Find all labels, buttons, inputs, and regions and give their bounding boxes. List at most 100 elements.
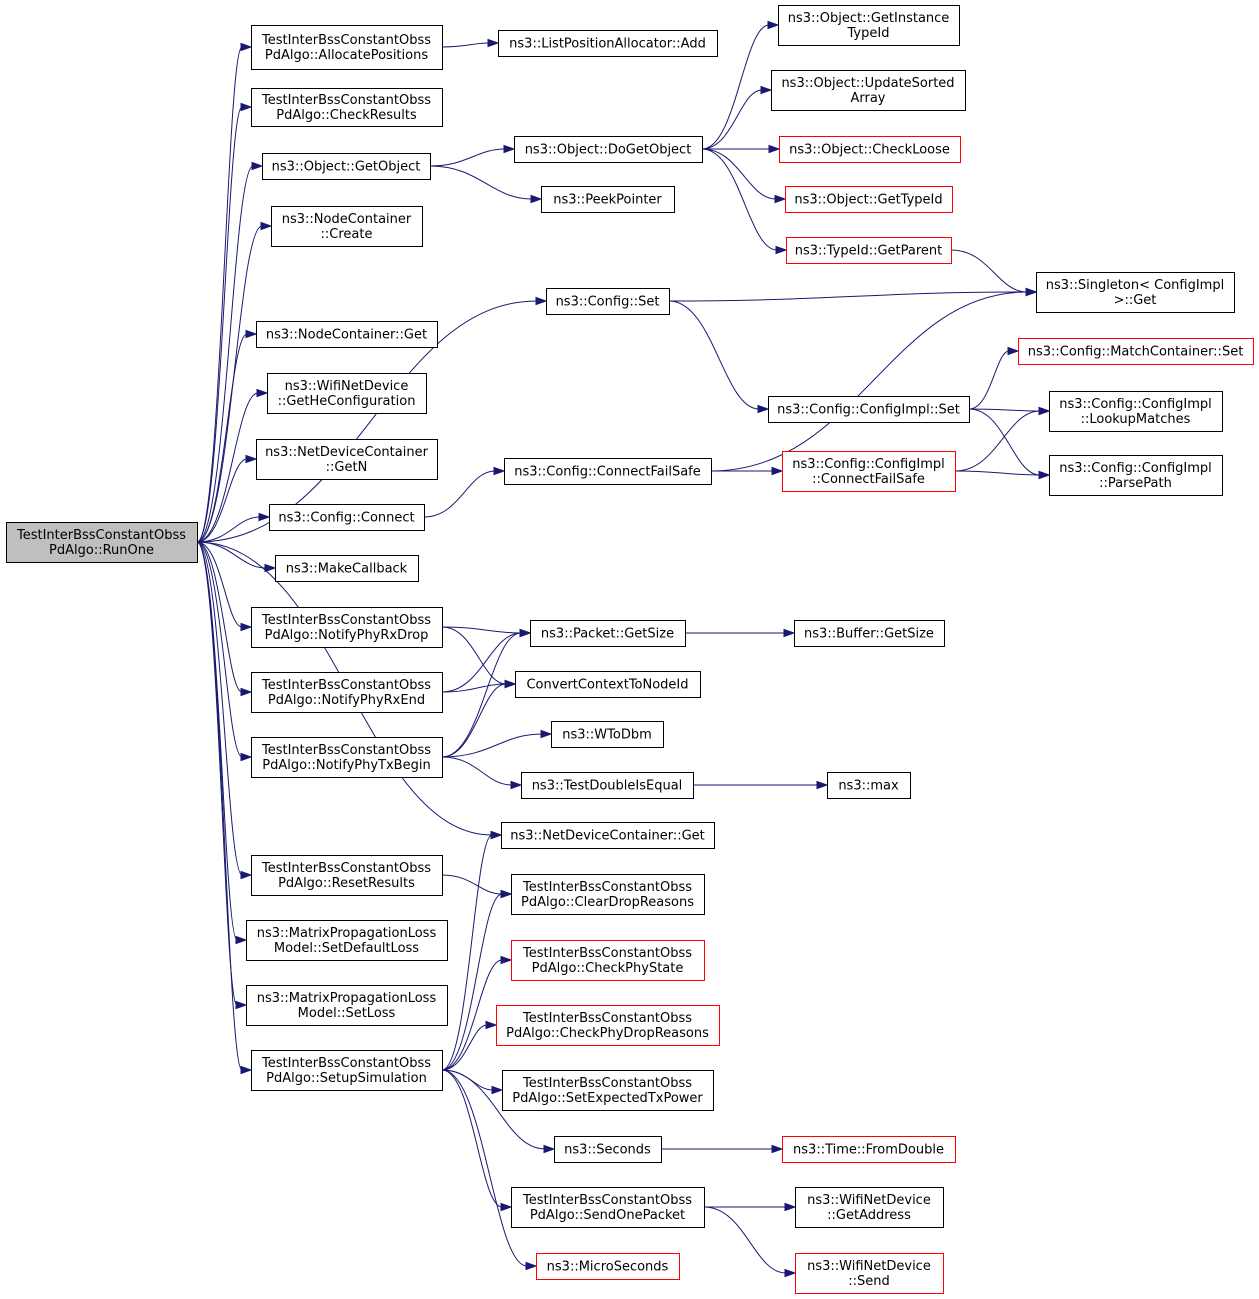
call-edge: [196, 161, 264, 543]
call-edge: [704, 1202, 797, 1212]
function-node-wtodbm[interactable]: ns3::WToDbm: [551, 721, 664, 748]
node-label: TestInterBssConstantObss: [261, 743, 431, 758]
call-edge: [701, 148, 787, 204]
function-node-notifyrxdrop[interactable]: TestInterBssConstantObssPdAlgo::NotifyPh…: [251, 607, 443, 648]
call-edge: [701, 148, 788, 255]
node-label: ns3::Config::ConfigImpl: [1059, 397, 1212, 412]
node-label: ns3::MatrixPropagationLoss: [257, 991, 437, 1006]
node-box: [795, 1253, 944, 1294]
node-box: [546, 288, 670, 315]
function-node-ndcgetn[interactable]: ns3::NetDeviceContainer::GetN: [256, 439, 438, 480]
function-node-ndcget[interactable]: ns3::NetDeviceContainer::Get: [501, 822, 715, 849]
function-node-timefromdouble[interactable]: ns3::Time::FromDouble: [782, 1136, 956, 1163]
node-box: [496, 1005, 720, 1046]
node-label: PdAlgo::SetExpectedTxPower: [512, 1091, 703, 1106]
node-label: ns3::Config::ConnectFailSafe: [514, 465, 701, 480]
function-node-nccreate[interactable]: ns3::NodeContainer::Create: [271, 206, 423, 247]
function-node-resetresults[interactable]: TestInterBssConstantObssPdAlgo::ResetRes…: [251, 855, 443, 896]
node-label: PdAlgo::NotifyPhyTxBegin: [262, 758, 430, 773]
node-label: ::Create: [321, 227, 373, 242]
node-box: [551, 721, 664, 748]
node-label: ns3::NodeContainer::Get: [266, 328, 427, 343]
node-box: [251, 1050, 443, 1091]
node-label: ns3::WifiNetDevice: [807, 1259, 931, 1274]
function-node-microseconds[interactable]: ns3::MicroSeconds: [536, 1253, 680, 1280]
node-box: [251, 25, 443, 70]
function-node-checkloose[interactable]: ns3::Object::CheckLoose: [779, 136, 961, 163]
node-label: ns3::Object::CheckLoose: [789, 143, 950, 158]
function-node-getheconf[interactable]: ns3::WifiNetDevice::GetHeConfiguration: [267, 373, 427, 414]
function-node-checkresults[interactable]: TestInterBssConstantObssPdAlgo::CheckRes…: [251, 88, 443, 127]
function-node-typeidgetparent[interactable]: ns3::TypeId::GetParent: [786, 237, 952, 264]
function-node-nsmax[interactable]: ns3::max: [827, 772, 911, 799]
call-edge: [441, 38, 500, 48]
function-node-buffergetsize[interactable]: ns3::Buffer::GetSize: [794, 620, 945, 647]
node-box: [251, 737, 443, 778]
call-edge: [968, 346, 1020, 410]
function-node-singletonget[interactable]: ns3::Singleton< ConfigImpl >::Get: [1036, 272, 1235, 313]
node-label: PdAlgo::CheckPhyDropReasons: [506, 1026, 709, 1041]
node-label: ns3::Object::UpdateSorted: [781, 76, 954, 91]
function-node-convctx[interactable]: ConvertContextToNodeId: [515, 671, 701, 698]
function-node-ncget[interactable]: ns3::NodeContainer::Get: [256, 321, 438, 348]
node-label: TestInterBssConstantObss: [522, 1193, 692, 1208]
node-box: [267, 373, 427, 414]
function-node-configimplset[interactable]: ns3::Config::ConfigImpl::Set: [768, 396, 970, 423]
function-node-getobject[interactable]: ns3::Object::GetObject: [262, 153, 431, 180]
call-nodes: TestInterBssConstantObssPdAlgo::RunOneTe…: [6, 5, 1254, 1294]
node-box: [511, 940, 705, 981]
function-node-sendonepacket[interactable]: TestInterBssConstantObssPdAlgo::SendOneP…: [511, 1187, 705, 1228]
function-node-setupsim[interactable]: TestInterBssConstantObssPdAlgo::SetupSim…: [251, 1050, 443, 1091]
node-label: ns3::Config::ConfigImpl: [792, 457, 945, 472]
function-node-wndsend[interactable]: ns3::WifiNetDevice::Send: [795, 1253, 944, 1294]
node-box: [554, 1136, 662, 1163]
node-label: ns3::Config::Connect: [278, 511, 414, 526]
function-node-connectfailsafe[interactable]: ns3::Config::ConnectFailSafe: [504, 458, 712, 485]
function-node-lookupmatches[interactable]: ns3::Config::ConfigImpl::LookupMatches: [1049, 391, 1223, 432]
node-label: ns3::Seconds: [564, 1143, 651, 1158]
function-node-matchcontainerset[interactable]: ns3::Config::MatchContainer::Set: [1018, 338, 1254, 365]
node-label: ::LookupMatches: [1081, 412, 1191, 427]
node-label: ::ConnectFailSafe: [812, 472, 925, 487]
function-node-gettypeid[interactable]: ns3::Object::GetTypeId: [785, 186, 953, 213]
function-node-testdouble[interactable]: ns3::TestDoubleIsEqual: [521, 772, 694, 799]
node-box: [256, 321, 438, 348]
function-node-configset[interactable]: ns3::Config::Set: [546, 288, 670, 315]
node-box: [536, 1253, 680, 1280]
node-label: ns3::MatrixPropagationLoss: [257, 926, 437, 941]
function-node-dogetobject[interactable]: ns3::Object::DoGetObject: [514, 136, 703, 163]
node-label: ns3::Config::MatchContainer::Set: [1028, 345, 1244, 360]
function-node-seconds[interactable]: ns3::Seconds: [554, 1136, 662, 1163]
function-node-configimplcfs[interactable]: ns3::Config::ConfigImpl::ConnectFailSafe: [782, 451, 956, 492]
node-label: ns3::Object::GetTypeId: [794, 193, 942, 208]
call-edge: [441, 830, 503, 1071]
function-node-allocpos[interactable]: TestInterBssConstantObssPdAlgo::Allocate…: [251, 25, 443, 70]
function-node-notifytxbegin[interactable]: TestInterBssConstantObssPdAlgo::NotifyPh…: [251, 737, 443, 778]
function-node-lpaadd[interactable]: ns3::ListPositionAllocator::Add: [498, 30, 718, 57]
function-node-wndgetaddress[interactable]: ns3::WifiNetDevice::GetAddress: [795, 1187, 944, 1228]
function-node-notifyrxend[interactable]: TestInterBssConstantObssPdAlgo::NotifyPh…: [251, 672, 443, 713]
node-label: ns3::Buffer::GetSize: [804, 627, 934, 642]
function-node-makecallback[interactable]: ns3::MakeCallback: [275, 555, 419, 582]
function-node-cleardrop[interactable]: TestInterBssConstantObssPdAlgo::ClearDro…: [511, 874, 705, 915]
function-node-parsepath[interactable]: ns3::Config::ConfigImpl::ParsePath: [1049, 455, 1223, 496]
function-node-checkphydrop[interactable]: TestInterBssConstantObssPdAlgo::CheckPhy…: [496, 1005, 720, 1046]
function-node-checkphystate[interactable]: TestInterBssConstantObssPdAlgo::CheckPhy…: [511, 940, 705, 981]
node-box: [1018, 338, 1254, 365]
node-label: ns3::WifiNetDevice: [807, 1193, 931, 1208]
function-node-setdefaultloss[interactable]: ns3::MatrixPropagationLossModel::SetDefa…: [246, 920, 448, 961]
node-box: [262, 153, 431, 180]
function-node-pktgetsize[interactable]: ns3::Packet::GetSize: [530, 620, 686, 647]
call-edge: [441, 1069, 556, 1154]
call-edge: [660, 1144, 784, 1154]
function-node-configconnect[interactable]: ns3::Config::Connect: [269, 504, 425, 531]
call-edge: [196, 296, 548, 543]
node-label: PdAlgo::NotifyPhyRxDrop: [265, 628, 429, 643]
call-edges: [196, 20, 1051, 1278]
function-node-setexptx[interactable]: TestInterBssConstantObssPdAlgo::SetExpec…: [502, 1070, 714, 1111]
function-node-peekpointer[interactable]: ns3::PeekPointer: [541, 186, 675, 213]
